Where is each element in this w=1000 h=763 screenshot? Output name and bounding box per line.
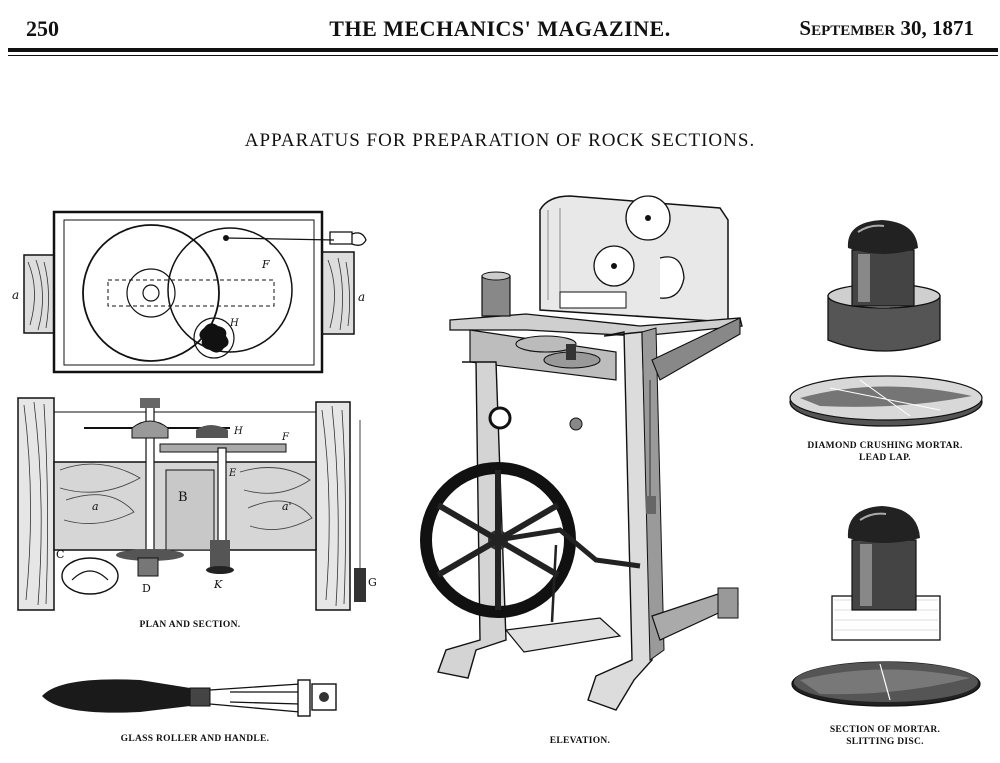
header-rule-thick bbox=[8, 48, 998, 52]
label-G: G bbox=[368, 576, 377, 589]
caption-mortar-line1: DIAMOND CRUSHING MORTAR. bbox=[807, 441, 963, 451]
caption-plan-and-section: PLAN AND SECTION. bbox=[139, 620, 241, 630]
label-D: D bbox=[142, 582, 151, 595]
page-number: 250 bbox=[26, 16, 59, 41]
caption-disc-line1: SECTION OF MORTAR. bbox=[829, 725, 941, 735]
label-K: K bbox=[214, 578, 223, 591]
label-H-plan: H bbox=[230, 318, 239, 329]
header-rule-thin bbox=[8, 55, 998, 56]
caption-disc-line2: SLITTING DISC. bbox=[846, 737, 924, 747]
caption-mortar-line2: LEAD LAP. bbox=[859, 453, 911, 463]
label-a-section-left: a bbox=[92, 500, 99, 513]
label-a-section-right: a' bbox=[282, 500, 292, 513]
caption-elevation: ELEVATION. bbox=[549, 736, 611, 746]
label-C: C bbox=[56, 548, 65, 561]
caption-glass-roller: GLASS ROLLER AND HANDLE. bbox=[120, 734, 270, 744]
label-F-section: F bbox=[282, 432, 289, 443]
label-a-left: a bbox=[12, 288, 20, 302]
article-title: APPARATUS FOR PREPARATION OF ROCK SECTIO… bbox=[244, 130, 756, 151]
label-F-plan: F bbox=[262, 258, 270, 271]
label-E: E bbox=[229, 468, 237, 479]
issue-date: September 30, 1871 bbox=[799, 16, 974, 40]
label-B: B bbox=[178, 490, 188, 505]
page-header: 250 THE MECHANICS' MAGAZINE. September 3… bbox=[0, 16, 1000, 46]
label-a-right: a bbox=[358, 290, 366, 304]
running-head: THE MECHANICS' MAGAZINE. bbox=[329, 16, 671, 41]
label-H-section: H bbox=[234, 426, 243, 437]
